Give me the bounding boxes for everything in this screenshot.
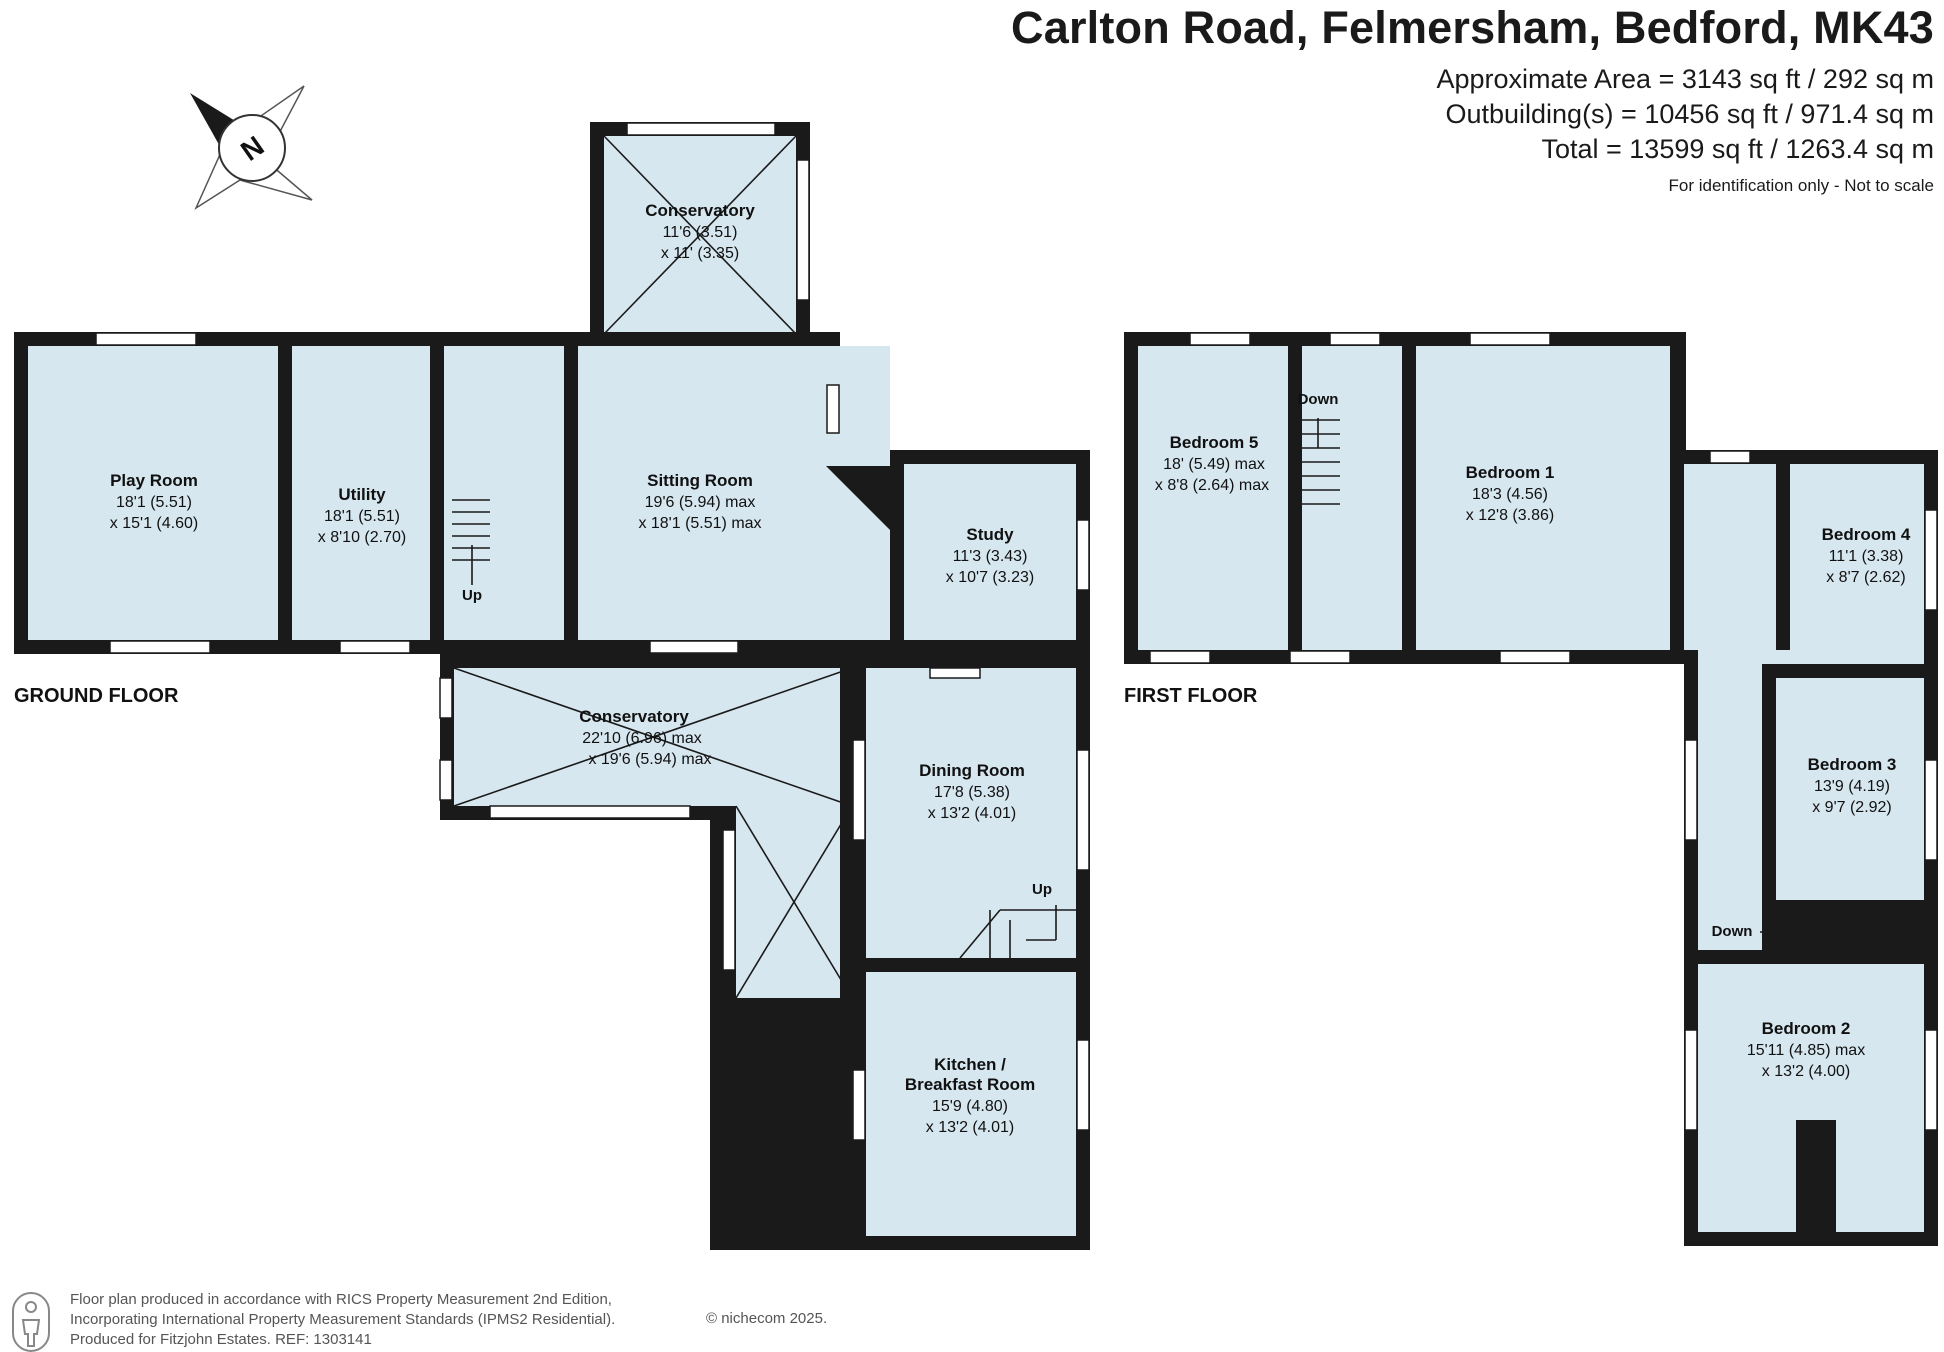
bedroom3-dim2: x 9'7 (2.92) xyxy=(1812,799,1892,816)
bedroom2-dim2: x 13'2 (4.00) xyxy=(1762,1063,1850,1080)
sitting-room-name: Sitting Room xyxy=(647,471,753,490)
bedroom3-dim1: 13'9 (4.19) xyxy=(1814,778,1890,795)
utility-name: Utility xyxy=(338,485,386,504)
scale-note: For identification only - Not to scale xyxy=(1668,176,1934,195)
bedroom2-dim1: 15'11 (4.85) max xyxy=(1747,1042,1865,1059)
bedroom1-dim1: 18'3 (4.56) xyxy=(1472,486,1548,503)
conservatory-top-dim1: 11'6 (3.51) xyxy=(663,224,738,241)
study-name: Study xyxy=(966,525,1014,544)
conservatory-top-dim2: x 11' (3.35) xyxy=(661,245,739,262)
footer-notes: Floor plan produced in accordance with R… xyxy=(70,1290,615,1350)
bedroom5-dim1: 18' (5.49) max xyxy=(1163,456,1265,473)
utility-dim2: x 8'10 (2.70) xyxy=(318,529,406,546)
kitchen-dim1: 15'9 (4.80) xyxy=(932,1098,1008,1115)
study-dim2: x 10'7 (3.23) xyxy=(946,569,1034,586)
conservatory-main-dim1: 22'10 (6.96) max xyxy=(582,730,702,747)
footer-copyright: © nichecom 2025. xyxy=(706,1310,828,1327)
bedroom3-name: Bedroom 3 xyxy=(1808,755,1897,774)
play-room-dim1: 18'1 (5.51) xyxy=(116,494,192,511)
ground-floor-label: GROUND FLOOR xyxy=(14,685,179,707)
page-title: Carlton Road, Felmersham, Bedford, MK43 xyxy=(1011,2,1934,53)
dining-room-dim2: x 13'2 (4.01) xyxy=(928,805,1016,822)
total-area: Total = 13599 sq ft / 1263.4 sq m xyxy=(1541,134,1934,164)
play-room-name: Play Room xyxy=(110,471,198,490)
bedroom1-dim2: x 12'8 (3.86) xyxy=(1466,507,1554,524)
sitting-room-dim2: x 18'1 (5.51) max xyxy=(638,515,761,532)
conservatory-main-dim2: x 19'6 (5.94) max xyxy=(588,751,711,768)
bedroom2-name: Bedroom 2 xyxy=(1762,1019,1851,1038)
study-dim1: 11'3 (3.43) xyxy=(953,548,1028,565)
bedroom4-name: Bedroom 4 xyxy=(1822,525,1911,544)
stairs-up-label-dining: Up xyxy=(1032,881,1052,898)
stairs-down-label-upper: Down xyxy=(1298,391,1339,408)
bedroom5-dim2: x 8'8 (2.64) max xyxy=(1155,477,1269,494)
bedroom5-name: Bedroom 5 xyxy=(1170,433,1259,452)
conservatory-top-name: Conservatory xyxy=(645,201,755,220)
kitchen-dim2: x 13'2 (4.01) xyxy=(926,1119,1014,1136)
footer-line-1: Floor plan produced in accordance with R… xyxy=(70,1291,612,1308)
kitchen-name-line2: Breakfast Room xyxy=(905,1075,1035,1094)
sitting-room-dim1: 19'6 (5.94) max xyxy=(645,494,756,511)
play-room-dim2: x 15'1 (4.60) xyxy=(110,515,198,532)
approximate-area: Approximate Area = 3143 sq ft / 292 sq m xyxy=(1436,64,1934,94)
outbuilding-area: Outbuilding(s) = 10456 sq ft / 971.4 sq … xyxy=(1445,99,1934,129)
bedroom4-dim1: 11'1 (3.38) xyxy=(1829,548,1904,565)
person-logo-icon xyxy=(12,1292,50,1352)
bedroom4-dim2: x 8'7 (2.62) xyxy=(1826,569,1906,586)
utility-dim1: 18'1 (5.51) xyxy=(324,508,400,525)
conservatory-main-name: Conservatory xyxy=(579,707,689,726)
compass-icon: N xyxy=(190,85,313,210)
bedroom1-name: Bedroom 1 xyxy=(1466,463,1555,482)
footer-line-3: Produced for Fitzjohn Estates. REF: 1303… xyxy=(70,1331,372,1348)
stairs-down-label-landing: Down xyxy=(1712,923,1753,940)
kitchen-name-line1: Kitchen / xyxy=(934,1055,1006,1074)
dining-room-name: Dining Room xyxy=(919,761,1025,780)
stairs-up-label-ground-hall: Up xyxy=(462,587,482,604)
first-floor-label: FIRST FLOOR xyxy=(1124,685,1258,707)
dining-room-dim1: 17'8 (5.38) xyxy=(934,784,1010,801)
footer-line-2: Incorporating International Property Mea… xyxy=(70,1311,616,1328)
